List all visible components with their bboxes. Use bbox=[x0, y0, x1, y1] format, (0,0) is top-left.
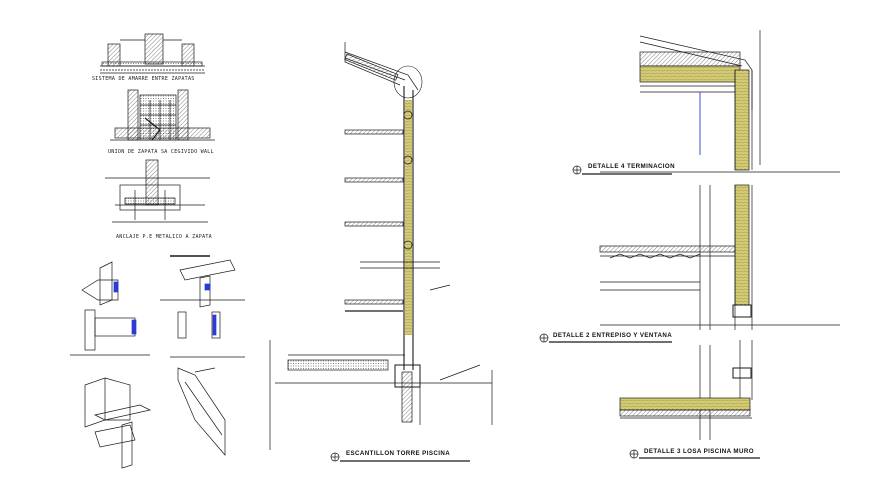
section-detalle-3 bbox=[619, 340, 753, 440]
detail-steel-connections bbox=[70, 255, 245, 358]
title-detalle-3: DETALLE 3 LOSA PISCINA MURO bbox=[644, 448, 754, 455]
detail-amarre-zapatas bbox=[100, 33, 205, 74]
section-escantillon-torre bbox=[269, 42, 493, 450]
title-escantillon-torre: ESCANTILLON TORRE PISCINA bbox=[346, 450, 451, 457]
section-detalle-2 bbox=[599, 184, 840, 330]
caption-union-zapata: UNION DE ZAPATA SA CEGIVIDO WALL bbox=[108, 149, 214, 155]
caption-sistema-amarre: SISTEMA DE AMARRE ENTRE ZAPATAS bbox=[92, 76, 195, 82]
detail-union-zapata-wall bbox=[110, 89, 215, 141]
section-detalle-4 bbox=[600, 30, 840, 173]
detail-anclaje-metalico bbox=[105, 159, 210, 223]
caption-anclaje: ANCLAJE P.E METALICO A ZAPATA bbox=[116, 234, 212, 240]
detail-isometric-beams bbox=[84, 367, 226, 469]
title-detalle-4: DETALLE 4 TERMINACION bbox=[588, 163, 676, 170]
title-detalle-2: DETALLE 2 ENTREPISO Y VENTANA bbox=[553, 332, 673, 339]
title-markers bbox=[330, 165, 760, 462]
